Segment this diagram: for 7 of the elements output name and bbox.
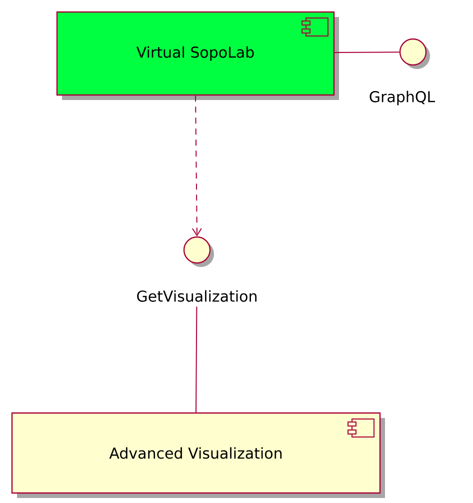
connector-line bbox=[334, 52, 400, 54]
arrow bbox=[192, 95, 202, 236]
connector-line bbox=[196, 306, 198, 413]
component-box: Virtual SopoLab bbox=[56, 11, 339, 100]
interface-label: GetVisualization bbox=[137, 290, 256, 302]
component-box: Advanced Visualization bbox=[11, 412, 385, 498]
interface-label: GraphQL bbox=[370, 90, 435, 106]
